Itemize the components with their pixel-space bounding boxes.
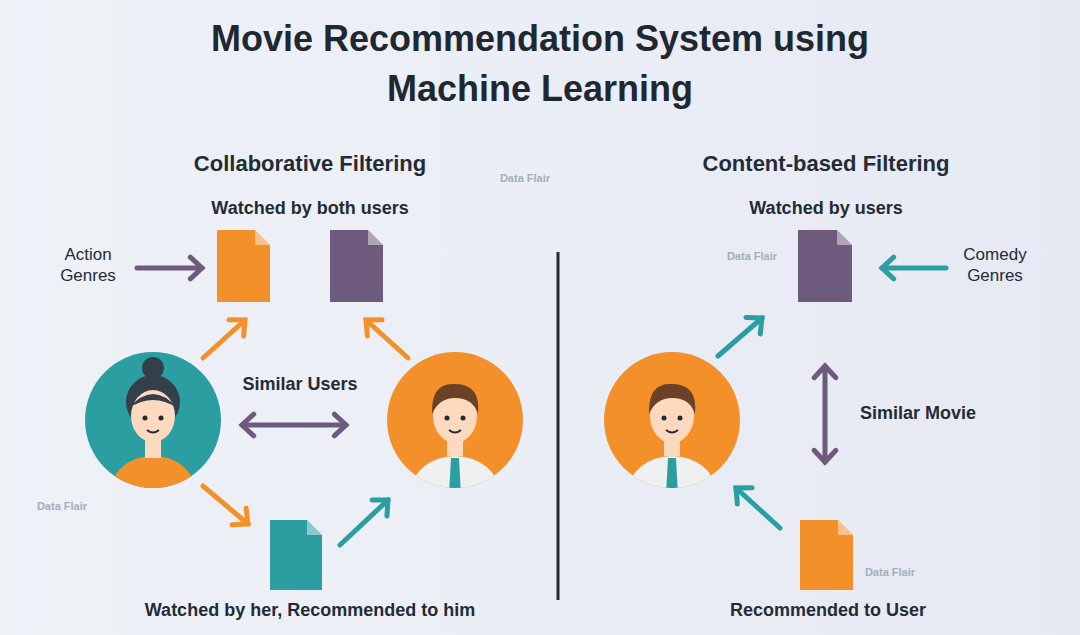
watermark: Data Flair <box>27 500 97 514</box>
relation-label: Similar Movie <box>843 402 993 425</box>
relation-label: Similar Users <box>225 373 375 396</box>
caption: Recommended to User <box>678 599 978 622</box>
section-heading: Collaborative Filtering <box>160 150 460 178</box>
caption: Watched by both users <box>160 197 460 220</box>
caption: Watched by her, Recommended to him <box>90 599 530 622</box>
man-avatar <box>387 352 523 528</box>
man-avatar <box>604 352 740 528</box>
movie-document <box>217 230 270 302</box>
recommend-arrow <box>736 488 780 528</box>
genre-label: Comedy Genres <box>950 244 1040 287</box>
woman-avatar <box>85 352 221 524</box>
caption: Watched by users <box>676 197 976 220</box>
pointer-arrow <box>882 257 946 279</box>
movie-document <box>800 520 853 590</box>
watermark: Data Flair <box>490 172 560 186</box>
divider-line <box>557 252 560 600</box>
title: Movie Recommendation System using Machin… <box>170 14 910 114</box>
similarity-arrow <box>814 366 836 462</box>
watch-arrow <box>366 320 408 358</box>
pointer-arrow <box>137 257 202 279</box>
watermark: Data Flair <box>717 250 787 264</box>
movie-document <box>330 230 383 302</box>
watch-arrow <box>203 486 248 525</box>
watch-arrow <box>203 320 245 358</box>
movie-document <box>798 230 852 302</box>
movie-document <box>270 520 322 590</box>
similarity-arrow <box>242 414 346 436</box>
section-heading: Content-based Filtering <box>676 150 976 178</box>
genre-label: Action Genres <box>48 244 128 287</box>
recommend-arrow <box>340 500 388 545</box>
watch-arrow <box>718 317 762 356</box>
watermark: Data Flair <box>855 566 925 580</box>
